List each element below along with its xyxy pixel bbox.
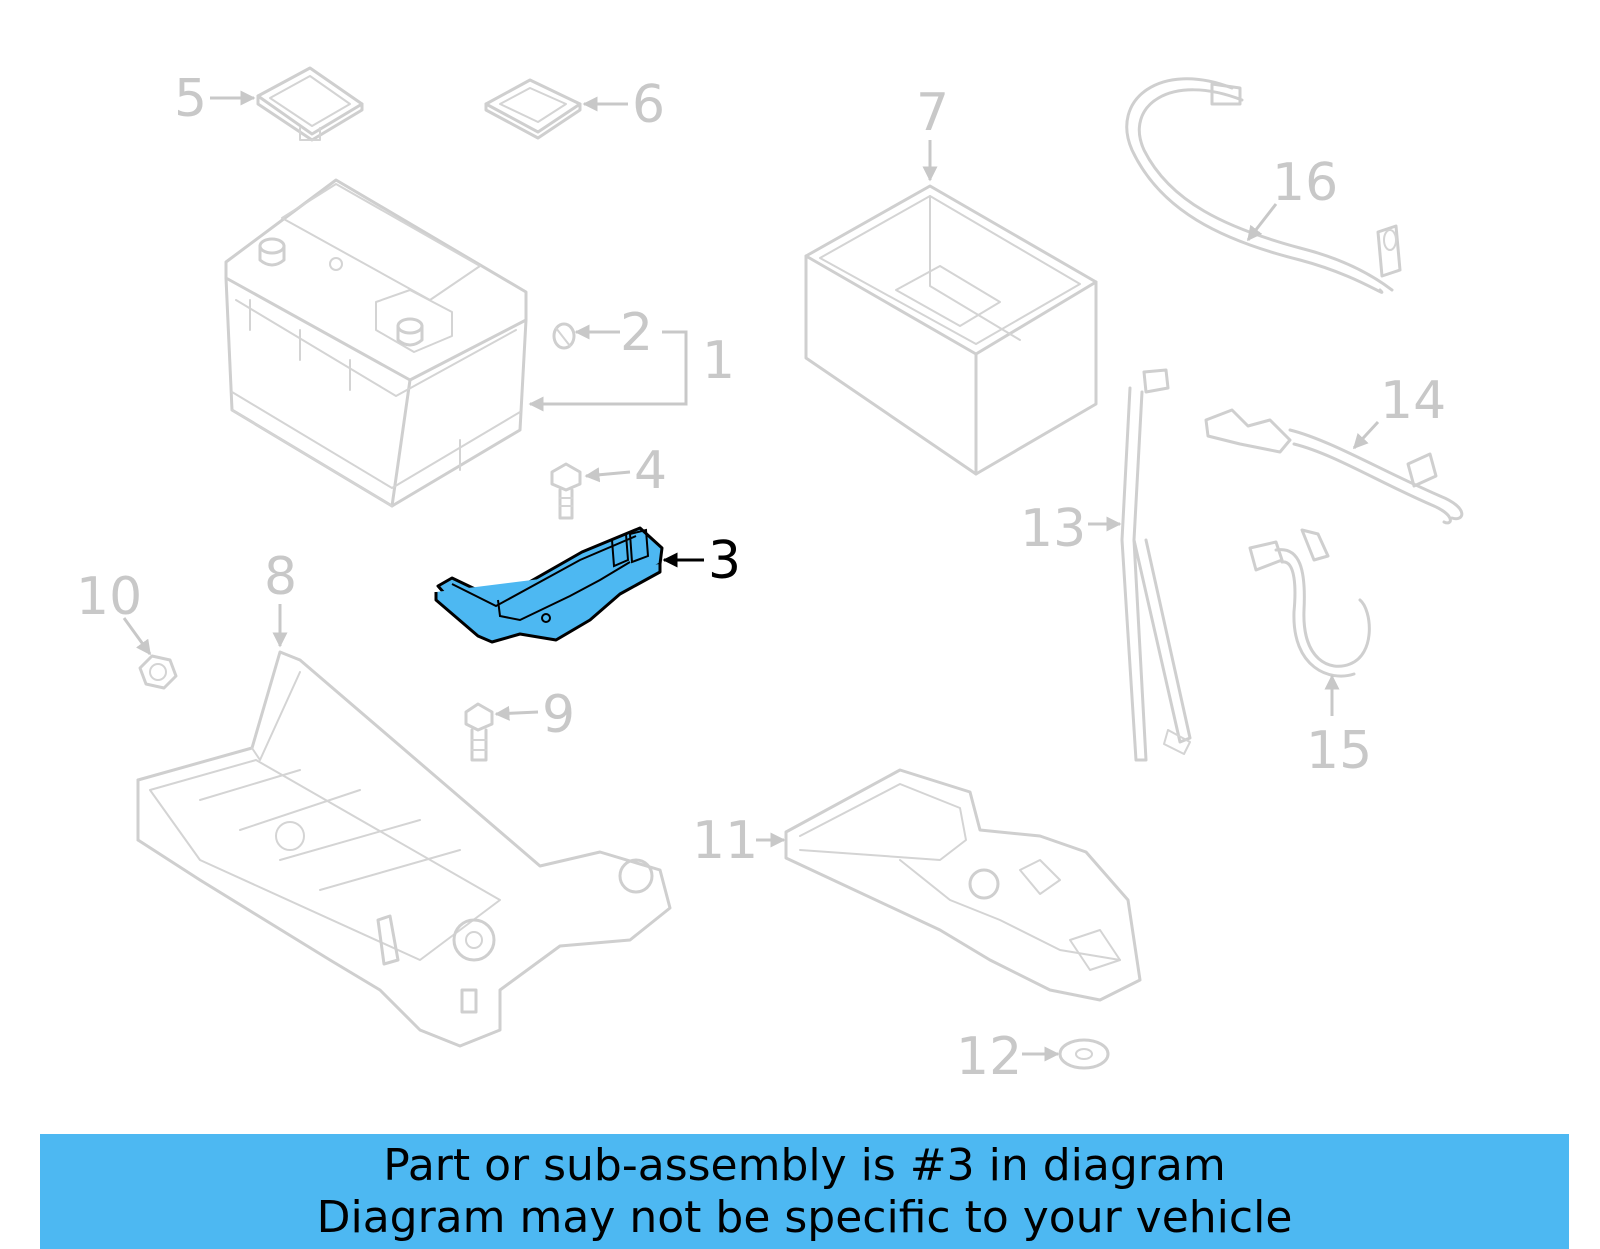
part-6-cover [484, 78, 582, 140]
callout-11: 11 [692, 811, 758, 871]
callout-9: 9 [542, 685, 575, 745]
callout-15: 15 [1306, 721, 1372, 781]
part-14-cable [1204, 408, 1464, 525]
callout-labels: 1 2 3 4 5 6 7 8 9 10 11 12 13 14 15 16 [76, 69, 1446, 1087]
part-8-battery-carrier [136, 650, 672, 1048]
banner-line-disclaimer: Diagram may not be specific to your vehi… [316, 1191, 1293, 1243]
part-13-strap [1120, 368, 1192, 762]
callout-8: 8 [264, 547, 297, 607]
leader-lines [122, 90, 1380, 1062]
part-9-bolt [464, 702, 494, 762]
callout-10: 10 [76, 567, 142, 627]
part-11-cover [784, 768, 1142, 1002]
callout-2: 2 [620, 303, 653, 363]
part-7-battery-box [804, 184, 1098, 476]
callout-1: 1 [702, 331, 735, 391]
callout-16: 16 [1272, 153, 1338, 213]
callout-6: 6 [632, 75, 665, 135]
part-15-cable [1248, 528, 1371, 678]
info-banner: Part or sub-assembly is #3 in diagram Di… [40, 1134, 1569, 1249]
part-5-cover [256, 66, 364, 142]
callout-5: 5 [174, 69, 207, 129]
part-3-bracket-highlighted [434, 526, 664, 644]
part-12-washer [1058, 1038, 1110, 1070]
callout-14: 14 [1380, 371, 1446, 431]
callout-7: 7 [916, 83, 949, 143]
part-10-nut [138, 654, 178, 690]
part-1-battery [224, 178, 528, 508]
callout-12: 12 [956, 1027, 1022, 1087]
part-16-cable [1125, 77, 1402, 294]
part-4-bolt [550, 462, 582, 520]
banner-line-part-number: Part or sub-assembly is #3 in diagram [383, 1139, 1226, 1191]
callout-13: 13 [1020, 499, 1086, 559]
callout-4: 4 [634, 441, 667, 501]
callout-3: 3 [708, 531, 741, 591]
part-2-clip [552, 322, 576, 350]
